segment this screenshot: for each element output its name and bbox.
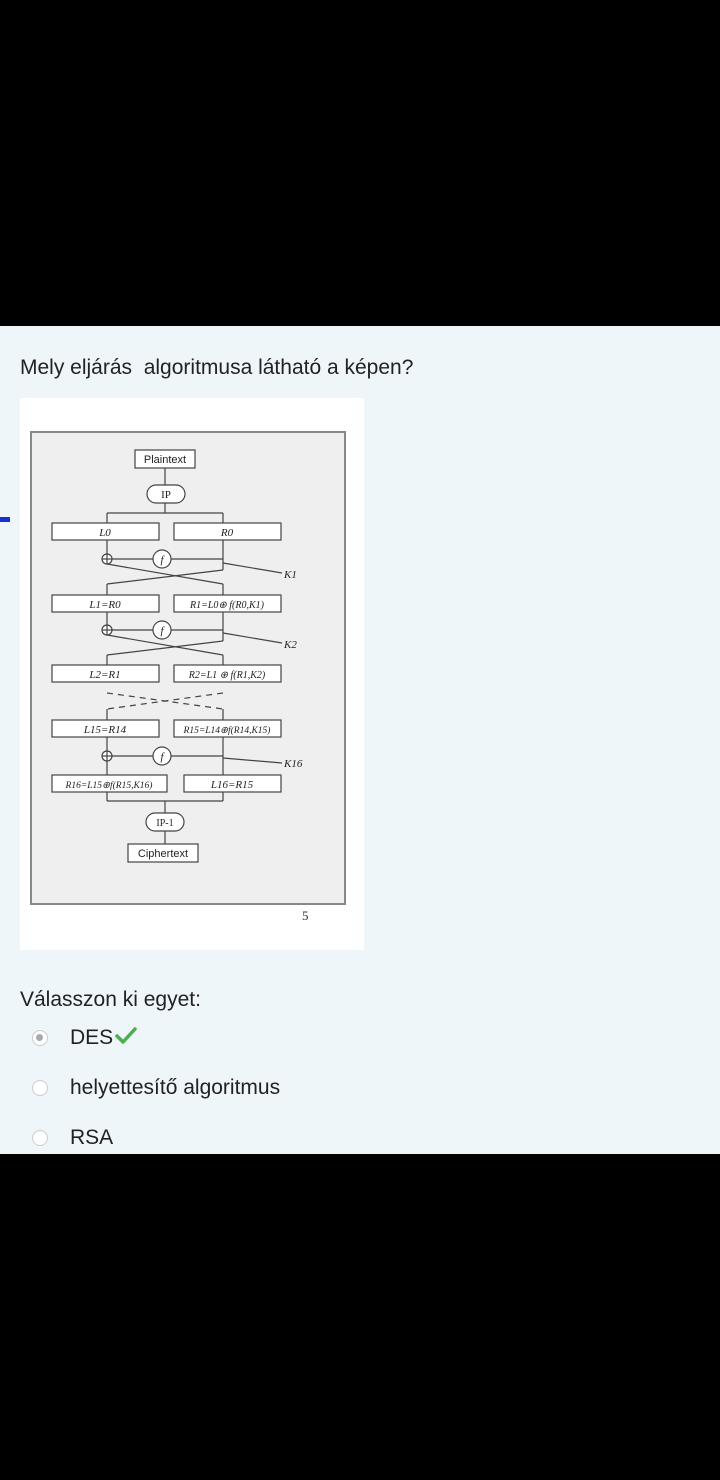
- page-number: 5: [302, 908, 309, 923]
- label-f-2: f: [160, 625, 165, 637]
- label-r16: R16=L15⊕f(R15,K16): [65, 780, 153, 791]
- des-diagram-scan: Plaintext IP L0 R0 f K1 L1=R0 R1=L0⊕ f(R…: [30, 431, 346, 905]
- label-r15: R15=L14⊕f(R14,K15): [183, 725, 271, 736]
- label-f-1: f: [160, 554, 165, 566]
- checkmark-icon: [115, 1026, 137, 1050]
- option-label: RSA: [70, 1126, 114, 1149]
- option-des[interactable]: DES: [32, 1023, 137, 1053]
- label-ip: IP: [161, 489, 171, 501]
- option-substitution-algorithm[interactable]: helyettesítő algoritmus: [32, 1073, 280, 1103]
- radio-rsa[interactable]: [32, 1130, 48, 1146]
- label-l2: L2=R1: [88, 669, 120, 681]
- option-label: DES: [70, 1026, 114, 1049]
- label-l1: L1=R0: [88, 599, 121, 611]
- answer-prompt: Válasszon ki egyet:: [20, 988, 201, 1011]
- label-k1: K1: [283, 569, 297, 581]
- label-l0: L0: [98, 527, 111, 539]
- label-l15: L15=R14: [83, 724, 127, 736]
- label-plaintext: Plaintext: [144, 454, 186, 466]
- label-k16: K16: [283, 758, 303, 770]
- question-flag-marker: [0, 517, 10, 522]
- label-r0: R0: [220, 527, 234, 539]
- label-ciphertext: Ciphertext: [138, 848, 188, 860]
- radio-substitution-algorithm[interactable]: [32, 1080, 48, 1096]
- question-text: Mely eljárás algoritmusa látható a képen…: [20, 356, 414, 379]
- label-r1: R1=L0⊕ f(R0,K1): [189, 600, 265, 611]
- label-k2: K2: [283, 639, 297, 651]
- label-l16: L16=R15: [210, 779, 254, 791]
- label-ip-inverse: IP-1: [156, 818, 173, 829]
- des-feistel-diagram: Plaintext IP L0 R0 f K1 L1=R0 R1=L0⊕ f(R…: [51, 449, 303, 863]
- option-rsa[interactable]: RSA: [32, 1123, 113, 1153]
- radio-des[interactable]: [32, 1030, 48, 1046]
- quiz-content: Mely eljárás algoritmusa látható a képen…: [0, 326, 720, 1154]
- option-label: helyettesítő algoritmus: [70, 1076, 281, 1099]
- label-f-16: f: [160, 751, 165, 763]
- question-image: Plaintext IP L0 R0 f K1 L1=R0 R1=L0⊕ f(R…: [20, 398, 364, 950]
- label-r2: R2=L1 ⊕ f(R1,K2): [188, 670, 266, 681]
